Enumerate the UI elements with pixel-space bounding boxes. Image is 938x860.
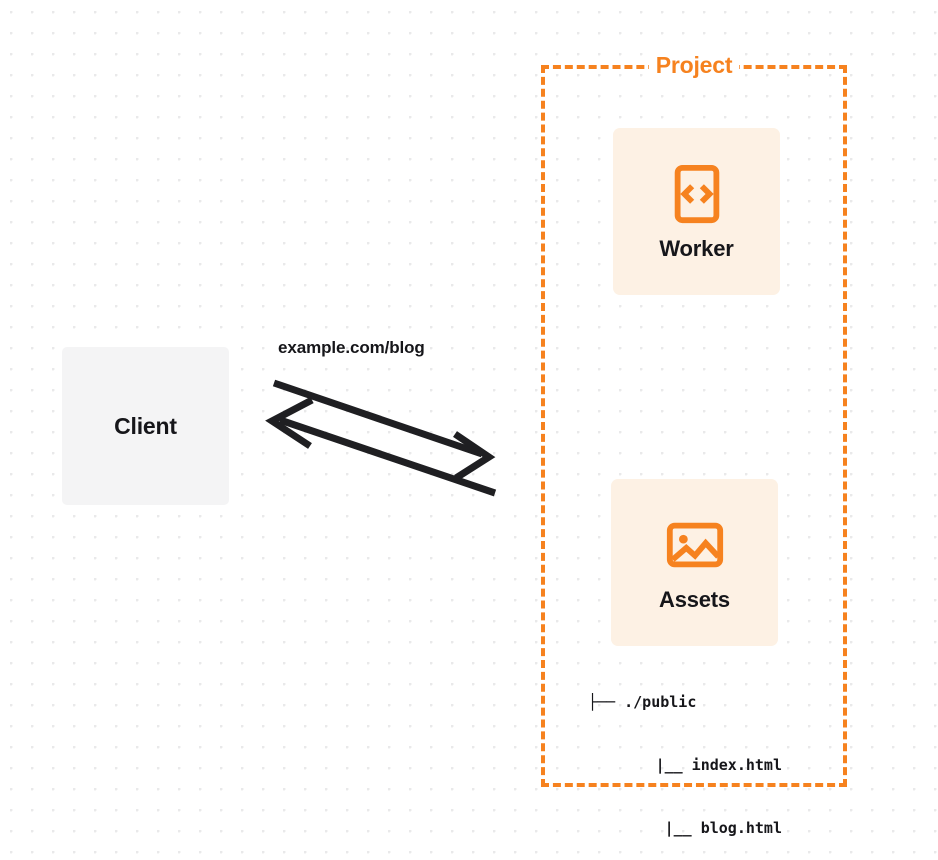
- file-tree-row-1: |__ index.html: [655, 756, 782, 774]
- response-arrow: [265, 396, 497, 497]
- client-node[interactable]: Client: [62, 347, 229, 505]
- client-node-label: Client: [114, 412, 177, 439]
- assets-node-label: Assets: [659, 586, 730, 612]
- image-icon: [666, 522, 723, 567]
- file-tree-row-2: |__ blog.html: [664, 819, 782, 837]
- code-brackets-icon: [674, 164, 719, 223]
- request-arrow: [272, 379, 496, 481]
- file-tree-row-0: ├── ./public: [588, 693, 697, 711]
- worker-node[interactable]: Worker: [613, 128, 780, 295]
- assets-file-tree: ├── ./public |__ index.html |__ blog.htm…: [588, 650, 782, 860]
- worker-node-label: Worker: [659, 235, 734, 261]
- assets-node[interactable]: Assets: [611, 479, 778, 646]
- request-url-label: example.com/blog: [278, 338, 425, 357]
